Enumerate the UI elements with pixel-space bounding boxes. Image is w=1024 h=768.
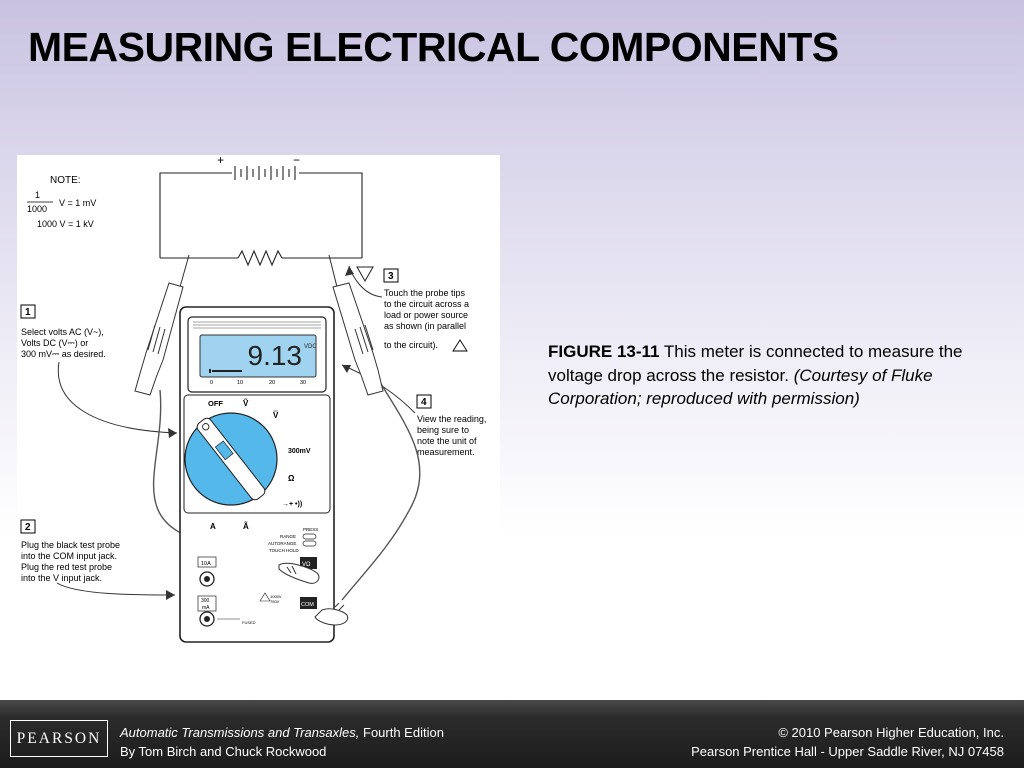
step-4-line: note the unit of bbox=[417, 436, 477, 446]
dial-off: OFF bbox=[208, 399, 223, 408]
input-jacks: 10A 300 mA VΩ COM 1000V 750V FUSED bbox=[197, 556, 317, 627]
svg-text:COM: COM bbox=[301, 602, 314, 608]
book-authors: By Tom Birch and Chuck Rockwood bbox=[120, 744, 327, 759]
step-3-line: to the circuit across a bbox=[384, 299, 469, 309]
svg-text:1000V: 1000V bbox=[270, 594, 282, 599]
scale-tick: 20 bbox=[269, 380, 275, 386]
step-2-line: Plug the red test probe bbox=[21, 562, 112, 572]
dial-diode: →+ •)) bbox=[282, 501, 302, 508]
step-3-line: as shown (in parallel bbox=[384, 321, 466, 331]
svg-text:TOUCH HOLD: TOUCH HOLD bbox=[269, 548, 299, 553]
hold-button[interactable] bbox=[302, 540, 317, 547]
dial-v-ac: Ṽ bbox=[243, 399, 249, 408]
svg-text:AUTORANGE: AUTORANGE bbox=[268, 541, 296, 546]
scale-tick: 30 bbox=[300, 380, 306, 386]
step-1: 1 Select volts AC (V~), Volts DC (V⎓) or… bbox=[20, 304, 106, 359]
lcd-unit: VDC bbox=[304, 344, 317, 350]
svg-text:PRESS: PRESS bbox=[303, 527, 318, 532]
slide-footer: PEARSON Automatic Transmissions and Tran… bbox=[0, 700, 1024, 768]
publisher-line: Pearson Prentice Hall - Upper Saddle Riv… bbox=[691, 744, 1004, 759]
note-heading: NOTE: bbox=[50, 175, 81, 186]
dial-300mv: 300mV bbox=[288, 448, 311, 455]
book-title: Automatic Transmissions and Transaxles, bbox=[120, 725, 360, 740]
svg-text:10A: 10A bbox=[201, 561, 211, 567]
step-1-line: 300 mV⎓ as desired. bbox=[21, 349, 106, 359]
range-buttons: PRESS RANGE AUTORANGE TOUCH HOLD bbox=[268, 527, 318, 553]
figure-number: FIGURE 13-11 bbox=[548, 342, 660, 361]
step-2-line: into the V input jack. bbox=[21, 573, 102, 583]
svg-text:FUSED: FUSED bbox=[242, 620, 256, 625]
step-3-number: 3 bbox=[388, 271, 394, 282]
step-3-line: to the circuit). bbox=[384, 340, 438, 350]
red-probe bbox=[328, 254, 384, 396]
black-probe bbox=[134, 254, 190, 396]
step-4: 4 View the reading, being sure to note t… bbox=[416, 394, 486, 457]
lcd-reading: 9.13 bbox=[248, 340, 303, 371]
step-3-line: Touch the probe tips bbox=[384, 288, 466, 298]
slide-title: MEASURING ELECTRICAL COMPONENTS bbox=[28, 24, 839, 70]
pearson-logo: PEARSON bbox=[10, 720, 108, 757]
battery-plus: + bbox=[217, 155, 224, 167]
figure-illustration: NOTE: 1 1000 V = 1 mV 1000 V = 1 kV bbox=[17, 155, 500, 650]
dial-v-dc: V̿ bbox=[273, 411, 279, 420]
note-line1: V = 1 mV bbox=[59, 198, 96, 208]
step-2: 2 Plug the black test probe into the COM… bbox=[20, 519, 120, 583]
footer-book-info: Automatic Transmissions and Transaxles, … bbox=[120, 723, 444, 761]
dial-a-dc: A bbox=[210, 522, 216, 531]
lcd-display bbox=[199, 334, 317, 378]
book-edition: Fourth Edition bbox=[359, 725, 444, 740]
footer-copyright: © 2010 Pearson Higher Education, Inc. Pe… bbox=[691, 723, 1004, 761]
svg-text:VΩ: VΩ bbox=[302, 562, 311, 568]
svg-text:750V: 750V bbox=[270, 599, 280, 604]
step-1-line: Select volts AC (V~), bbox=[21, 327, 104, 337]
step-2-line: Plug the black test probe bbox=[21, 540, 120, 550]
multimeter: 9.13 VDC 0 10 20 30 OFF Ṽ V̿ 300mV Ω →+ … bbox=[179, 306, 349, 643]
step-3-line: load or power source bbox=[384, 310, 468, 320]
range-button[interactable] bbox=[302, 533, 317, 540]
svg-text:RANGE: RANGE bbox=[280, 534, 296, 539]
dial-knob bbox=[196, 417, 266, 501]
copyright-line: © 2010 Pearson Higher Education, Inc. bbox=[778, 725, 1004, 740]
note-frac-den: 1000 bbox=[27, 204, 47, 214]
dial-a-ac: Ã bbox=[243, 522, 249, 531]
scale-tick: 10 bbox=[237, 380, 243, 386]
caption-credit: (Courtesy of Fluke Corporation; reproduc… bbox=[548, 365, 933, 409]
step-4-line: measurement. bbox=[417, 447, 475, 457]
ground-icon bbox=[356, 266, 374, 283]
step-2-number: 2 bbox=[25, 522, 31, 533]
scale-tick: 0 bbox=[210, 380, 213, 386]
figure-caption: FIGURE 13-11 This meter is connected to … bbox=[548, 340, 978, 411]
note-block: NOTE: 1 1000 V = 1 mV 1000 V = 1 kV bbox=[27, 175, 96, 229]
note-frac-num: 1 bbox=[35, 190, 40, 200]
circuit bbox=[159, 166, 363, 267]
step-1-number: 1 bbox=[25, 307, 31, 318]
dial-ohm: Ω bbox=[288, 474, 295, 483]
caption-text: This meter is connected to measure the v… bbox=[548, 342, 963, 385]
svg-text:300: 300 bbox=[201, 598, 210, 604]
step-4-number: 4 bbox=[421, 397, 427, 408]
step-2-line: into the COM input jack. bbox=[21, 551, 117, 561]
step-3: 3 Touch the probe tips to the circuit ac… bbox=[383, 268, 469, 352]
step-4-line: being sure to bbox=[417, 425, 469, 435]
probe-plugs bbox=[278, 562, 349, 626]
battery-minus: − bbox=[293, 155, 300, 167]
note-line2: 1000 V = 1 kV bbox=[37, 219, 94, 229]
svg-text:mA: mA bbox=[202, 605, 210, 611]
warning-icon bbox=[452, 339, 468, 352]
step-4-line: View the reading, bbox=[417, 414, 486, 424]
step-1-line: Volts DC (V⎓) or bbox=[21, 338, 88, 348]
